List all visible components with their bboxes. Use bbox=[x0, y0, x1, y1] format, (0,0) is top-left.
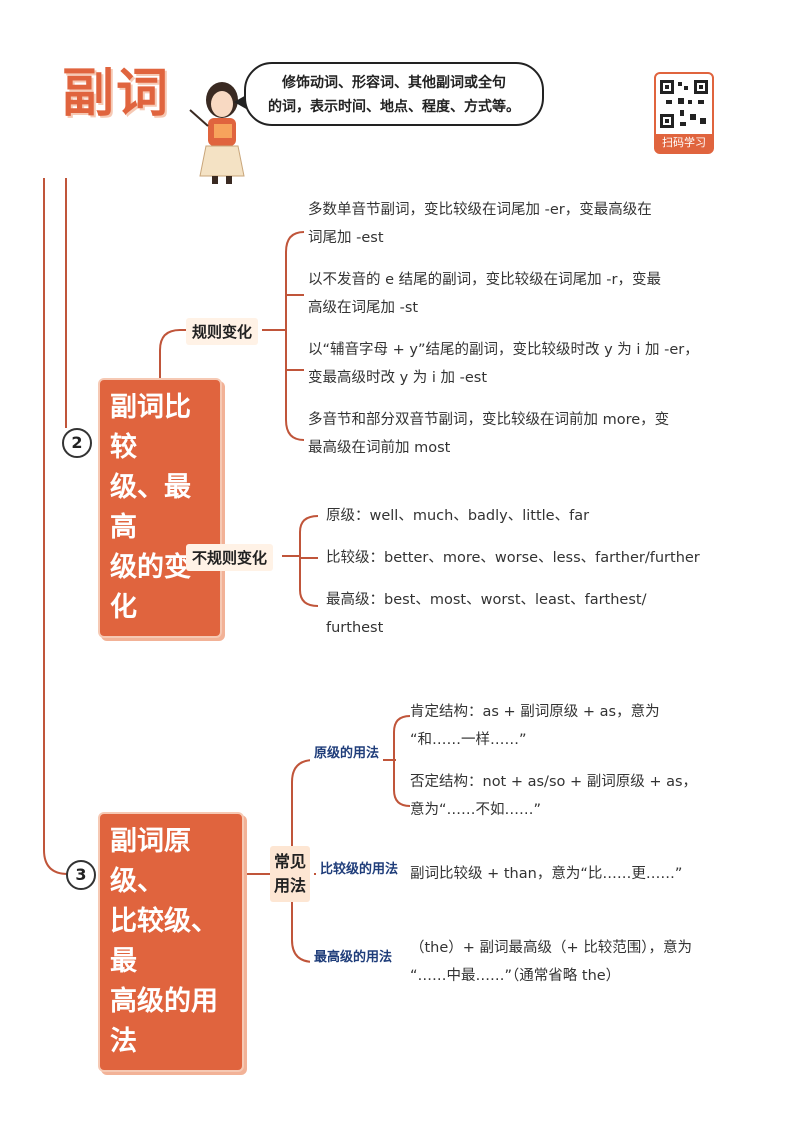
regular-change-label: 规则变化 bbox=[186, 318, 259, 345]
common-usage-line-1: 常见 bbox=[273, 852, 306, 871]
superlative-usage-label: 最高级的用法 bbox=[310, 944, 397, 967]
common-usage-box: 常见 用法 bbox=[270, 846, 310, 902]
irregular-superlative-line-2: furthest bbox=[326, 620, 384, 636]
irregular-change-label: 不规则变化 bbox=[186, 544, 274, 571]
positive-negative: 否定结构：not + as/so + 副词原级 + as， 意为“……不如……” bbox=[410, 768, 750, 824]
section-3-topic-line-1: 副词原级、 bbox=[110, 826, 191, 897]
qr-code-icon bbox=[658, 78, 710, 130]
section-3-topic-line-3: 高级的用法 bbox=[110, 986, 218, 1057]
positive-negative-line-1: 否定结构：not + as/so + 副词原级 + as， bbox=[410, 774, 698, 790]
superlative-usage-line-1: （the）+ 副词最高级（+ 比较范围），意为 bbox=[410, 940, 693, 956]
irregular-positive: 原级：well、much、badly、little、far bbox=[326, 508, 590, 524]
regular-rule-3: 以“辅音字母 + y”结尾的副词，变比较级时改 y 为 i 加 -er， 变最高… bbox=[308, 336, 738, 392]
positive-affirmative: 肯定结构：as + 副词原级 + as，意为 “和……一样……” bbox=[410, 698, 740, 754]
bubble-line-1: 修饰动词、形容词、其他副词或全句 bbox=[282, 75, 506, 91]
regular-rule-1-line-2: 词尾加 -est bbox=[308, 230, 384, 246]
regular-rule-1: 多数单音节副词，变比较级在词尾加 -er，变最高级在 词尾加 -est bbox=[308, 196, 728, 252]
positive-usage-label: 原级的用法 bbox=[310, 740, 384, 763]
bubble-line-2: 的词，表示时间、地点、程度、方式等。 bbox=[268, 99, 520, 115]
positive-affirmative-line-1: 肯定结构：as + 副词原级 + as，意为 bbox=[410, 704, 660, 720]
superlative-usage: （the）+ 副词最高级（+ 比较范围），意为 “……中最……”（通常省略 th… bbox=[410, 934, 750, 990]
irregular-superlative-line-1: 最高级：best、most、worst、least、farthest/ bbox=[326, 592, 647, 608]
section-3-topic: 副词原级、 比较级、最 高级的用法 bbox=[98, 812, 244, 1072]
regular-rule-4: 多音节和部分双音节副词，变比较级在词前加 more，变 最高级在词前加 most bbox=[308, 406, 728, 462]
common-usage-line-2: 用法 bbox=[273, 876, 306, 895]
regular-rule-2-line-2: 高级在词尾加 -st bbox=[308, 300, 419, 316]
regular-rule-3-line-2: 变最高级时改 y 为 i 加 -est bbox=[308, 370, 488, 386]
section-2-topic-line-1: 副词比较 bbox=[110, 392, 191, 463]
definition-bubble: 修饰动词、形容词、其他副词或全句 的词，表示时间、地点、程度、方式等。 bbox=[244, 62, 544, 126]
regular-rule-2: 以不发音的 e 结尾的副词，变比较级在词尾加 -r，变最 高级在词尾加 -st bbox=[308, 266, 728, 322]
positive-negative-line-2: 意为“……不如……” bbox=[410, 802, 542, 818]
positive-affirmative-line-2: “和……一样……” bbox=[410, 732, 527, 748]
comparative-usage: 副词比较级 + than，意为“比……更……” bbox=[410, 866, 683, 882]
section-3-number: 3 bbox=[66, 860, 96, 890]
section-2-topic-line-3: 级的变化 bbox=[110, 552, 191, 623]
section-2-topic-line-2: 级、最高 bbox=[110, 472, 191, 543]
section-2-topic: 副词比较 级、最高 级的变化 bbox=[98, 378, 222, 638]
regular-rule-4-line-2: 最高级在词前加 most bbox=[308, 440, 451, 456]
superlative-usage-line-2: “……中最……”（通常省略 the） bbox=[410, 968, 621, 984]
page-title: 副词 bbox=[62, 64, 171, 124]
qr-label: 扫码学习 bbox=[654, 134, 714, 152]
regular-rule-4-line-1: 多音节和部分双音节副词，变比较级在词前加 more，变 bbox=[308, 412, 670, 428]
section-2-number: 2 bbox=[62, 428, 92, 458]
section-3-topic-line-2: 比较级、最 bbox=[110, 906, 218, 977]
regular-rule-3-line-1: 以“辅音字母 + y”结尾的副词，变比较级时改 y 为 i 加 -er， bbox=[308, 342, 699, 358]
irregular-superlative: 最高级：best、most、worst、least、farthest/ furt… bbox=[326, 586, 686, 642]
irregular-comparative: 比较级：better、more、worse、less、farther/furth… bbox=[326, 550, 700, 566]
comparative-usage-label: 比较级的用法 bbox=[316, 856, 403, 879]
regular-rule-2-line-1: 以不发音的 e 结尾的副词，变比较级在词尾加 -r，变最 bbox=[308, 272, 661, 288]
regular-rule-1-line-1: 多数单音节副词，变比较级在词尾加 -er，变最高级在 bbox=[308, 202, 652, 218]
